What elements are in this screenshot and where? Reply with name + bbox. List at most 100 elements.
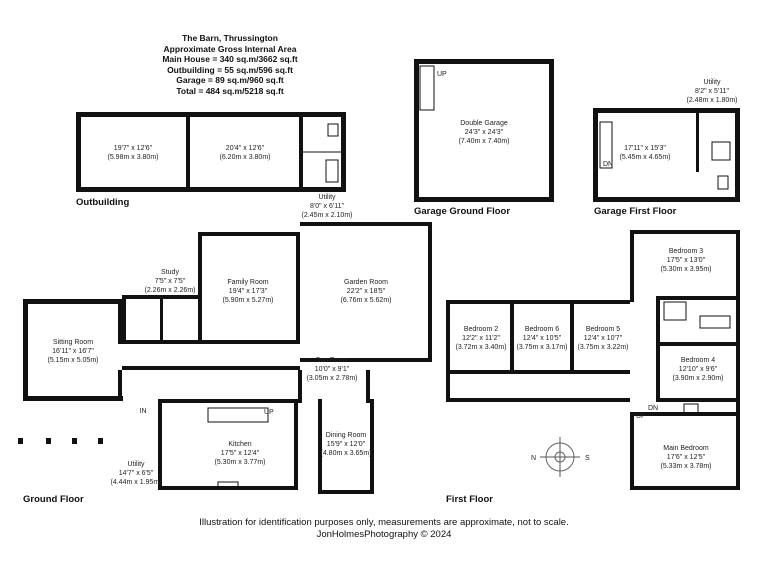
wall xyxy=(298,370,302,403)
wall xyxy=(630,415,634,490)
room-metric: (5.90m x 5.27m) xyxy=(223,297,274,304)
room-metric: (2.26m x 2.26m) xyxy=(145,287,196,294)
room-metric: (5.98m x 3.80m) xyxy=(108,154,159,161)
room-metric: (5.45m x 4.65m) xyxy=(620,154,671,161)
room-metric: (5.30m x 3.77m) xyxy=(215,459,266,466)
toilet-icon xyxy=(717,175,729,190)
floor-label: Outbuilding xyxy=(76,197,129,208)
main-house-area: Main House = 340 sq.m/3662 sq.ft xyxy=(162,54,298,64)
wall xyxy=(186,112,190,192)
wall xyxy=(414,197,554,202)
pillar xyxy=(72,438,77,444)
garage-area: Garage = 89 sq.m/960 sq.ft xyxy=(176,75,284,85)
room-name: Sun Room xyxy=(315,357,348,364)
wall xyxy=(76,187,346,192)
floor-label: Ground Floor xyxy=(23,494,84,505)
room-name: Bedroom 6 xyxy=(525,326,559,333)
room-dims: 7'5" x 7'5" xyxy=(155,278,186,285)
garage-first-plan: DN 17'11" x 15'3" (5.45m x 4.65m) Utilit… xyxy=(593,79,740,217)
wall xyxy=(630,230,634,302)
room-dims: 8'2" x 5'11" xyxy=(695,88,729,95)
room-dims: 16'11" x 16'7" xyxy=(52,348,94,355)
room-dims: 15'9" x 12'0" xyxy=(327,441,366,448)
bath-icon xyxy=(699,315,731,329)
room-name: Garden Room xyxy=(344,279,388,286)
shower-icon xyxy=(683,403,699,415)
wall xyxy=(370,399,374,494)
wall xyxy=(122,340,298,344)
wall xyxy=(656,296,740,300)
room-dims: 20'4" x 12'6" xyxy=(226,145,265,152)
wall xyxy=(122,366,300,370)
floor-label: Garage Ground Floor xyxy=(414,206,510,217)
room-name: Family Room xyxy=(227,279,268,286)
room-dims: 12'4" x 10'7" xyxy=(584,335,623,342)
room-dims: 12'4" x 10'5" xyxy=(523,335,562,342)
room-dims: 12'2" x 11'2" xyxy=(462,335,500,342)
wall xyxy=(510,300,514,374)
compass-icon: N S xyxy=(531,437,590,477)
toilet-icon xyxy=(327,123,339,137)
room-name: Utility xyxy=(318,194,336,201)
room-name: Utility xyxy=(127,461,145,468)
wall xyxy=(736,230,740,490)
room-dims: 24'3" x 24'3" xyxy=(465,129,504,136)
wall xyxy=(198,232,202,344)
room-name: Bedroom 2 xyxy=(464,326,498,333)
room-metric: (7.40m x 7.40m) xyxy=(459,138,510,145)
area-subtitle: Approximate Gross Internal Area xyxy=(163,43,297,54)
room-metric: (6.76m x 5.62m) xyxy=(341,297,392,304)
wall xyxy=(656,296,660,402)
pillar xyxy=(18,438,23,444)
room-dims: 8'0" x 6'11" xyxy=(310,203,344,210)
outbuilding-area: Outbuilding = 55 sq.m/596 sq.ft xyxy=(167,64,293,75)
room-metric: (5.33m x 3.78m) xyxy=(661,463,712,470)
wall xyxy=(593,108,740,113)
wall xyxy=(414,59,419,202)
room-metric: (3.05m x 2.78m) xyxy=(307,375,358,382)
room-dims: 12'10" x 9'6" xyxy=(679,366,718,373)
wall xyxy=(696,108,699,172)
first-floor-plan: DN UP Bedroom 3 17'5" x 13'0" (5.30m x 3… xyxy=(446,230,740,505)
room-metric: (2.45m x 2.10m) xyxy=(302,212,353,219)
footer: Illustration for identification purposes… xyxy=(0,517,768,541)
floor-label: First Floor xyxy=(446,494,493,505)
wall xyxy=(366,370,370,403)
shower-icon xyxy=(711,141,731,161)
sink-icon xyxy=(325,159,339,183)
photographer-credit: JonHolmesPhotography © 2024 xyxy=(316,529,452,540)
room-metric: (3.72m x 3.40m) xyxy=(456,344,507,351)
room-dims: 10'0" x 9'1" xyxy=(315,366,350,373)
stair-up-marker: UP xyxy=(636,413,646,420)
floor-label: Garage First Floor xyxy=(594,206,677,217)
wall xyxy=(122,295,202,299)
wall xyxy=(300,222,432,226)
wall xyxy=(446,370,630,374)
room-name: Double Garage xyxy=(460,120,508,127)
wall xyxy=(23,396,123,401)
wall xyxy=(630,230,740,234)
wall xyxy=(656,342,740,346)
wall xyxy=(299,112,303,192)
shower-icon xyxy=(663,301,687,321)
room-name: Sitting Room xyxy=(53,339,93,346)
wall xyxy=(118,299,122,344)
wall xyxy=(656,398,740,402)
room-dims: 17'6" x 12'5" xyxy=(667,454,706,461)
garage-ground-plan: UP Double Garage 24'3" x 24'3" (7.40m x … xyxy=(414,59,554,217)
wall xyxy=(23,299,28,401)
staircase xyxy=(207,407,269,423)
wall xyxy=(735,108,740,202)
wall xyxy=(76,112,81,192)
wall xyxy=(158,399,162,490)
compass-north: N xyxy=(531,455,536,462)
room-metric: (2.48m x 1.80m) xyxy=(687,97,738,104)
room-name: Utility xyxy=(703,79,721,86)
wall xyxy=(428,222,432,362)
room-dims: 22'2" x 18'5" xyxy=(347,288,386,295)
room-name: Bedroom 4 xyxy=(681,357,715,364)
wall xyxy=(294,399,298,490)
wall xyxy=(118,370,122,401)
staircase xyxy=(599,121,613,169)
